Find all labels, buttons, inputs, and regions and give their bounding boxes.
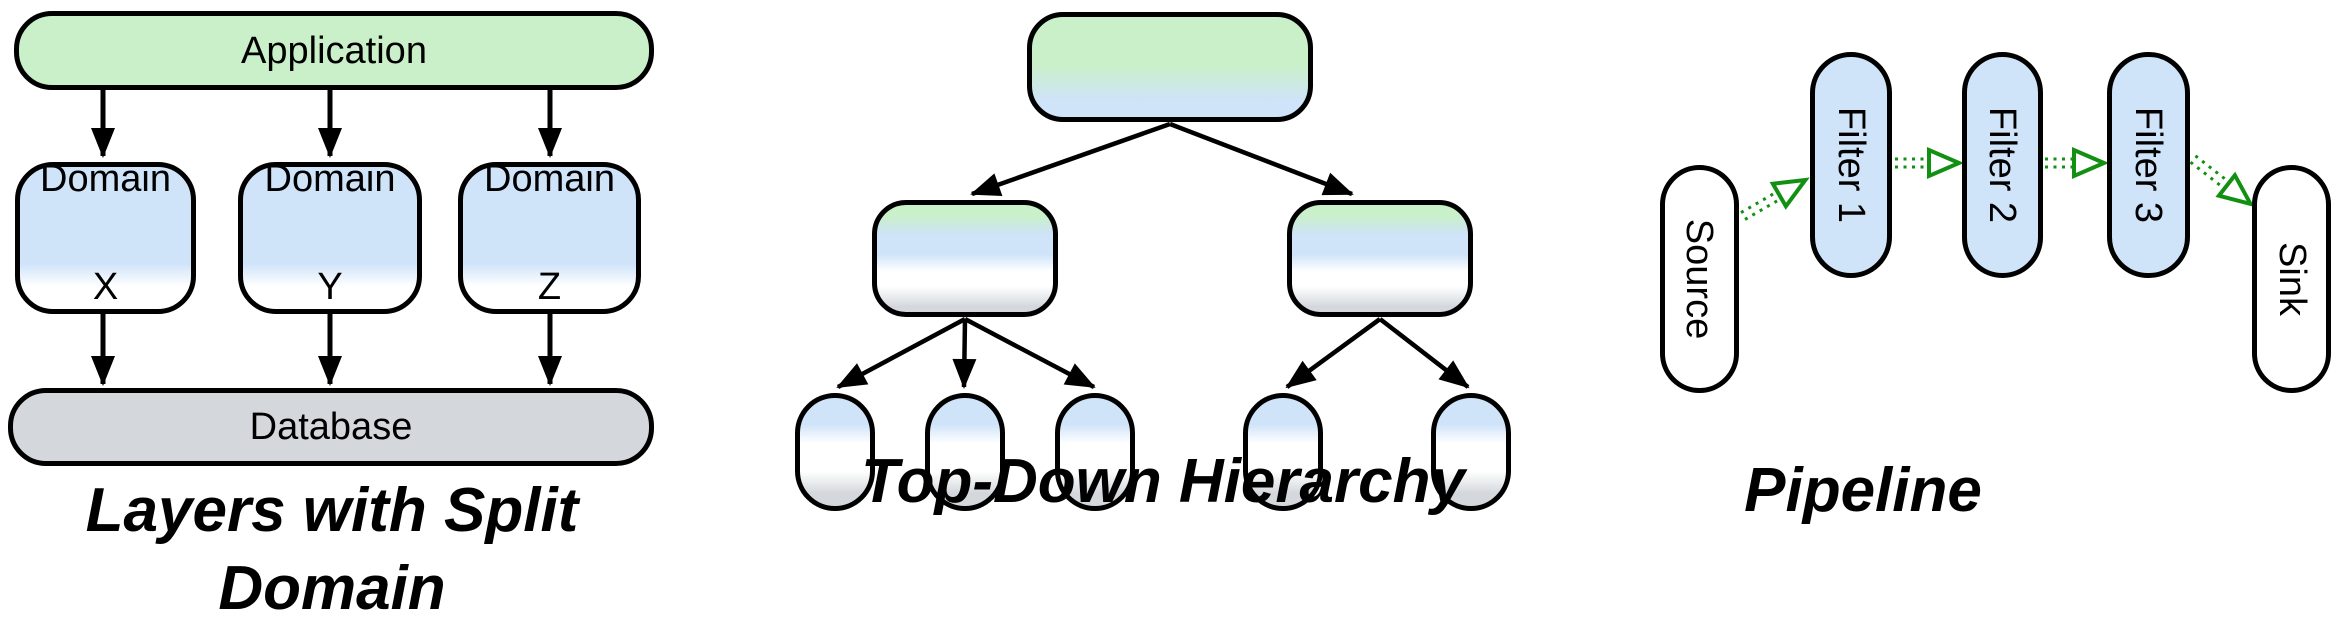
- node-tree-leaf-5: [1431, 393, 1511, 511]
- caption-layers-line2: Domain: [218, 554, 446, 623]
- layers-arrows: [91, 90, 562, 386]
- node-tree-leaf-1: [795, 393, 875, 511]
- filter-1-label: Filter 1: [1830, 106, 1873, 224]
- domain-z-line2: Z: [537, 266, 562, 308]
- filter-2-label: Filter 2: [1981, 106, 2024, 224]
- domain-z-line1: Domain: [484, 158, 615, 200]
- caption-pipeline: Pipeline: [1744, 456, 1982, 525]
- node-source: Source: [1660, 165, 1739, 393]
- node-domain-y: Domain Y: [238, 158, 422, 314]
- caption-layers-line1: Layers with Split: [85, 476, 579, 545]
- hierarchy-arrows: [836, 121, 1470, 389]
- node-domain-x: Domain X: [15, 158, 196, 314]
- sink-label: Sink: [2270, 242, 2313, 316]
- node-domain-z: Domain Z: [458, 158, 641, 314]
- node-tree-leaf-2: [925, 393, 1005, 511]
- application-label: Application: [241, 29, 427, 72]
- source-label: Source: [1678, 218, 1721, 340]
- filter-3-label: Filter 3: [2127, 106, 2170, 224]
- domain-y-line2: Y: [317, 266, 343, 308]
- caption-layers-with-split-domain: Layers with Split Domain: [10, 472, 654, 628]
- node-tree-mid-right: [1287, 200, 1473, 317]
- domain-y-line1: Domain: [264, 158, 396, 200]
- database-label: Database: [249, 406, 413, 448]
- node-application: Application: [14, 11, 654, 90]
- pipeline-arrows: [1740, 146, 2255, 221]
- node-sink: Sink: [2252, 165, 2331, 393]
- node-database: Database: [8, 388, 654, 466]
- node-tree-mid-left: [872, 200, 1058, 317]
- node-filter-3: Filter 3: [2107, 52, 2190, 278]
- domain-x-line2: X: [92, 266, 119, 308]
- domain-x-line1: Domain: [40, 158, 171, 200]
- node-filter-2: Filter 2: [1962, 52, 2043, 278]
- caption-top-down-hierarchy: Top-Down Hierarchy: [861, 447, 1465, 516]
- node-tree-root: [1027, 12, 1313, 122]
- node-tree-leaf-3: [1055, 393, 1135, 511]
- node-tree-leaf-4: [1243, 393, 1323, 511]
- node-filter-1: Filter 1: [1810, 52, 1892, 278]
